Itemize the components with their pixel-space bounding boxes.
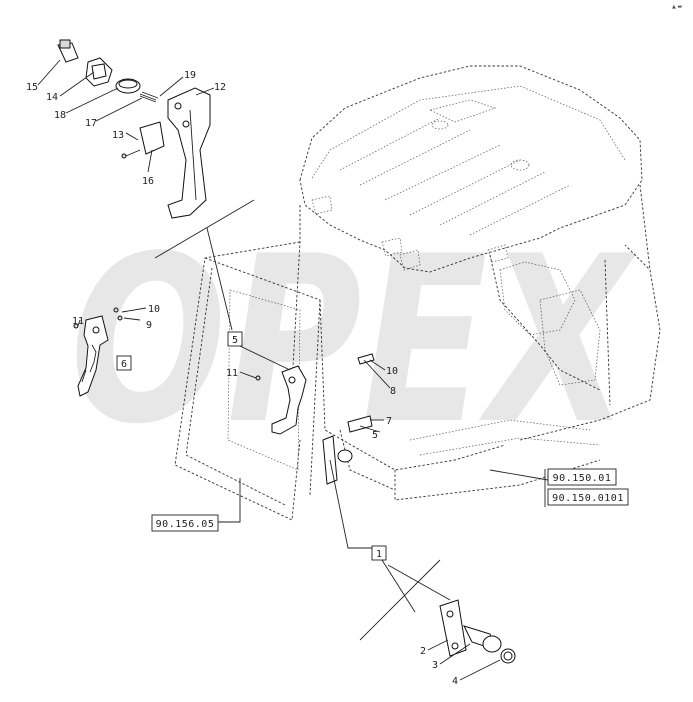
reference-90-150-01: 90.150.01 [547, 468, 617, 486]
callout-box-5: 5 [227, 331, 243, 347]
callout-10a: 10 [148, 304, 160, 315]
callout-8: 8 [390, 386, 396, 397]
svg-text:90.156.05: 90.156.05 [156, 519, 215, 530]
callout-5b: 5 [372, 430, 378, 441]
callout-4: 4 [452, 676, 458, 687]
svg-text:OPEX: OPEX [70, 208, 638, 475]
callout-17: 17 [85, 118, 97, 129]
cab-roof [299, 65, 643, 273]
svg-text:5: 5 [232, 335, 238, 346]
callout-3: 3 [432, 660, 438, 671]
opex-watermark: OPEX [70, 208, 638, 475]
hinge-assembly [439, 599, 516, 664]
callout-12: 12 [214, 82, 226, 93]
svg-text:6: 6 [121, 359, 127, 370]
callout-10b: 10 [386, 366, 398, 377]
cab-frame [174, 184, 661, 521]
reference-90-150-0101: 90.150.0101 [547, 488, 629, 506]
reference-90-156-05: 90.156.05 [151, 514, 219, 532]
callout-11a: 11 [72, 316, 84, 327]
callout-7: 7 [386, 416, 392, 427]
callout-15: 15 [26, 82, 38, 93]
left-handle-assembly [73, 307, 123, 397]
callout-9a: 9 [146, 320, 152, 331]
callout-box-6: 6 [116, 355, 132, 371]
svg-text:90.150.0101: 90.150.0101 [552, 493, 624, 504]
corner-mark: ▲ ▬ [672, 4, 682, 10]
callout-16: 16 [142, 176, 154, 187]
callout-2: 2 [420, 646, 426, 657]
callout-box-1: 1 [371, 545, 387, 561]
callout-13: 13 [112, 130, 124, 141]
callout-18: 18 [54, 110, 66, 121]
callout-11b: 11 [226, 368, 238, 379]
svg-text:90.150.01: 90.150.01 [553, 473, 612, 484]
leader-lines [37, 59, 549, 681]
svg-text:1: 1 [376, 549, 382, 560]
callout-14: 14 [46, 92, 58, 103]
callout-19: 19 [184, 70, 196, 81]
upper-handle-assembly [57, 39, 211, 219]
callout-numbers: 15 14 18 17 19 12 13 16 11 10 9 11 10 8 … [26, 70, 458, 687]
